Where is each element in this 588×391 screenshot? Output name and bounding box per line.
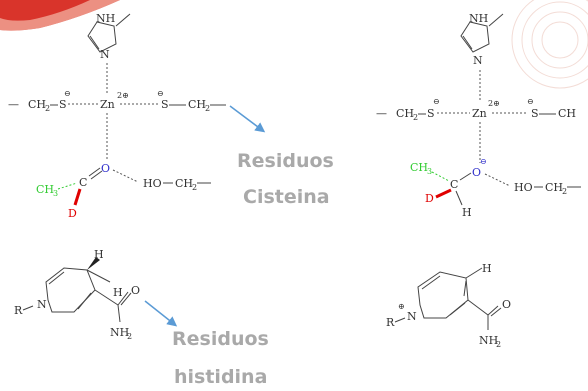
right-s-b: S bbox=[531, 107, 539, 120]
left-nadh-nh2: NH bbox=[110, 326, 129, 339]
left-ch3-sub: 3 bbox=[53, 189, 58, 198]
left-nh: NH bbox=[96, 12, 115, 25]
left-ho: HO bbox=[143, 177, 162, 190]
swirl-decoration bbox=[511, 0, 588, 89]
left-nadh-n: N bbox=[37, 298, 47, 311]
right-dash: — bbox=[376, 107, 387, 120]
left-ch2-c: CH bbox=[175, 177, 193, 190]
right-nad-nh2-sub: 2 bbox=[496, 340, 501, 349]
cysteine-arrow bbox=[229, 105, 266, 133]
right-h: H bbox=[462, 206, 472, 219]
cysteine-label-line1: Residuos bbox=[237, 150, 334, 172]
right-d-bond bbox=[435, 188, 452, 199]
left-c: C bbox=[79, 176, 87, 189]
left-ch2-c-sub: 2 bbox=[192, 183, 197, 192]
left-ch2-a: CH bbox=[28, 98, 46, 111]
left-s-a-charge: ⊖ bbox=[64, 89, 71, 98]
right-zn: Zn bbox=[472, 107, 487, 120]
left-s-a: S bbox=[59, 98, 67, 111]
left-ch3: CH bbox=[36, 183, 54, 196]
right-ch3-sub: 3 bbox=[427, 167, 432, 176]
right-ch3: CH bbox=[410, 161, 428, 174]
right-ch3-bond bbox=[431, 171, 450, 182]
left-zn-charge: 2⊕ bbox=[117, 91, 129, 100]
left-ring-n: N bbox=[100, 48, 110, 61]
left-nadh-h-side: H bbox=[113, 286, 123, 299]
right-o-charge: ⊖ bbox=[480, 157, 487, 166]
histidine-label-line2: histidina bbox=[174, 366, 267, 388]
right-s-b-charge: ⊖ bbox=[527, 97, 534, 106]
right-ch2-c-sub: 2 bbox=[562, 187, 567, 196]
right-imidazole bbox=[460, 13, 504, 53]
cysteine-label-line2: Cisteina bbox=[243, 186, 330, 208]
left-ch2-b: CH bbox=[188, 98, 206, 111]
right-o: O bbox=[472, 166, 481, 179]
left-s-b-charge: ⊖ bbox=[157, 89, 164, 98]
right-co-bond bbox=[459, 172, 472, 181]
right-hbond bbox=[484, 173, 511, 187]
right-ch-bond bbox=[455, 190, 463, 206]
left-co-bond-2 bbox=[90, 170, 103, 180]
histidine-arrow bbox=[144, 300, 178, 327]
left-nadh-ring bbox=[45, 267, 132, 323]
right-d: D bbox=[425, 192, 434, 205]
right-s-a: S bbox=[427, 107, 435, 120]
right-nad-o: O bbox=[502, 298, 511, 311]
left-nadh-h-top: H bbox=[94, 248, 104, 261]
left-nadh-o: O bbox=[131, 284, 140, 297]
right-ring-n: N bbox=[473, 54, 483, 67]
left-s-b: S bbox=[161, 98, 169, 111]
right-nad-r: R bbox=[386, 316, 395, 329]
left-nadh-r-bond bbox=[22, 305, 34, 311]
right-nh: NH bbox=[469, 12, 488, 25]
left-dash: — bbox=[8, 98, 19, 111]
right-nad-r-bond bbox=[394, 317, 406, 323]
left-d-bond bbox=[73, 188, 82, 206]
right-ho: HO bbox=[514, 181, 533, 194]
left-imidazole bbox=[87, 13, 131, 53]
right-ch2-c: CH bbox=[545, 181, 563, 194]
right-nad-n-charge: ⊕ bbox=[398, 302, 405, 311]
left-nadh-nh2-sub: 2 bbox=[127, 332, 132, 341]
left-nadh-r: R bbox=[14, 304, 23, 317]
left-d: D bbox=[68, 207, 77, 220]
right-s-a-charge: ⊖ bbox=[433, 97, 440, 106]
right-nad-ring bbox=[417, 267, 502, 330]
right-nad-n: N bbox=[407, 310, 417, 323]
left-zinc-complex: NH N — CH 2 S ⊖ Zn 2⊕ ⊖ S CH 2 O C CH 3 … bbox=[8, 12, 226, 220]
right-nad: H R N ⊕ O NH 2 bbox=[386, 262, 511, 349]
left-ch2-b-sub: 2 bbox=[205, 104, 210, 113]
right-nad-nh2: NH bbox=[479, 334, 498, 347]
right-c: C bbox=[450, 178, 458, 191]
left-nadh: H H R N O NH 2 bbox=[14, 248, 140, 341]
left-co-bond-1 bbox=[88, 167, 101, 177]
left-o: O bbox=[101, 162, 110, 175]
histidine-label-line1: Residuos bbox=[172, 328, 269, 350]
left-nadh-wedge bbox=[87, 257, 100, 270]
right-zn-charge: 2⊕ bbox=[488, 99, 500, 108]
left-ch3-bond bbox=[57, 182, 78, 190]
left-hbond bbox=[112, 169, 139, 183]
right-ch2-b: CH bbox=[558, 107, 576, 120]
right-ch2-a-sub: 2 bbox=[413, 113, 418, 122]
corner-decoration bbox=[0, 0, 120, 31]
left-ch2-a-sub: 2 bbox=[45, 104, 50, 113]
right-ch2-a: CH bbox=[396, 107, 414, 120]
left-zn: Zn bbox=[100, 98, 115, 111]
right-zinc-complex: NH N — CH 2 S ⊖ Zn 2⊕ ⊖ S CH ⊖ O C CH 3 … bbox=[376, 12, 581, 219]
right-nad-h: H bbox=[482, 262, 492, 275]
